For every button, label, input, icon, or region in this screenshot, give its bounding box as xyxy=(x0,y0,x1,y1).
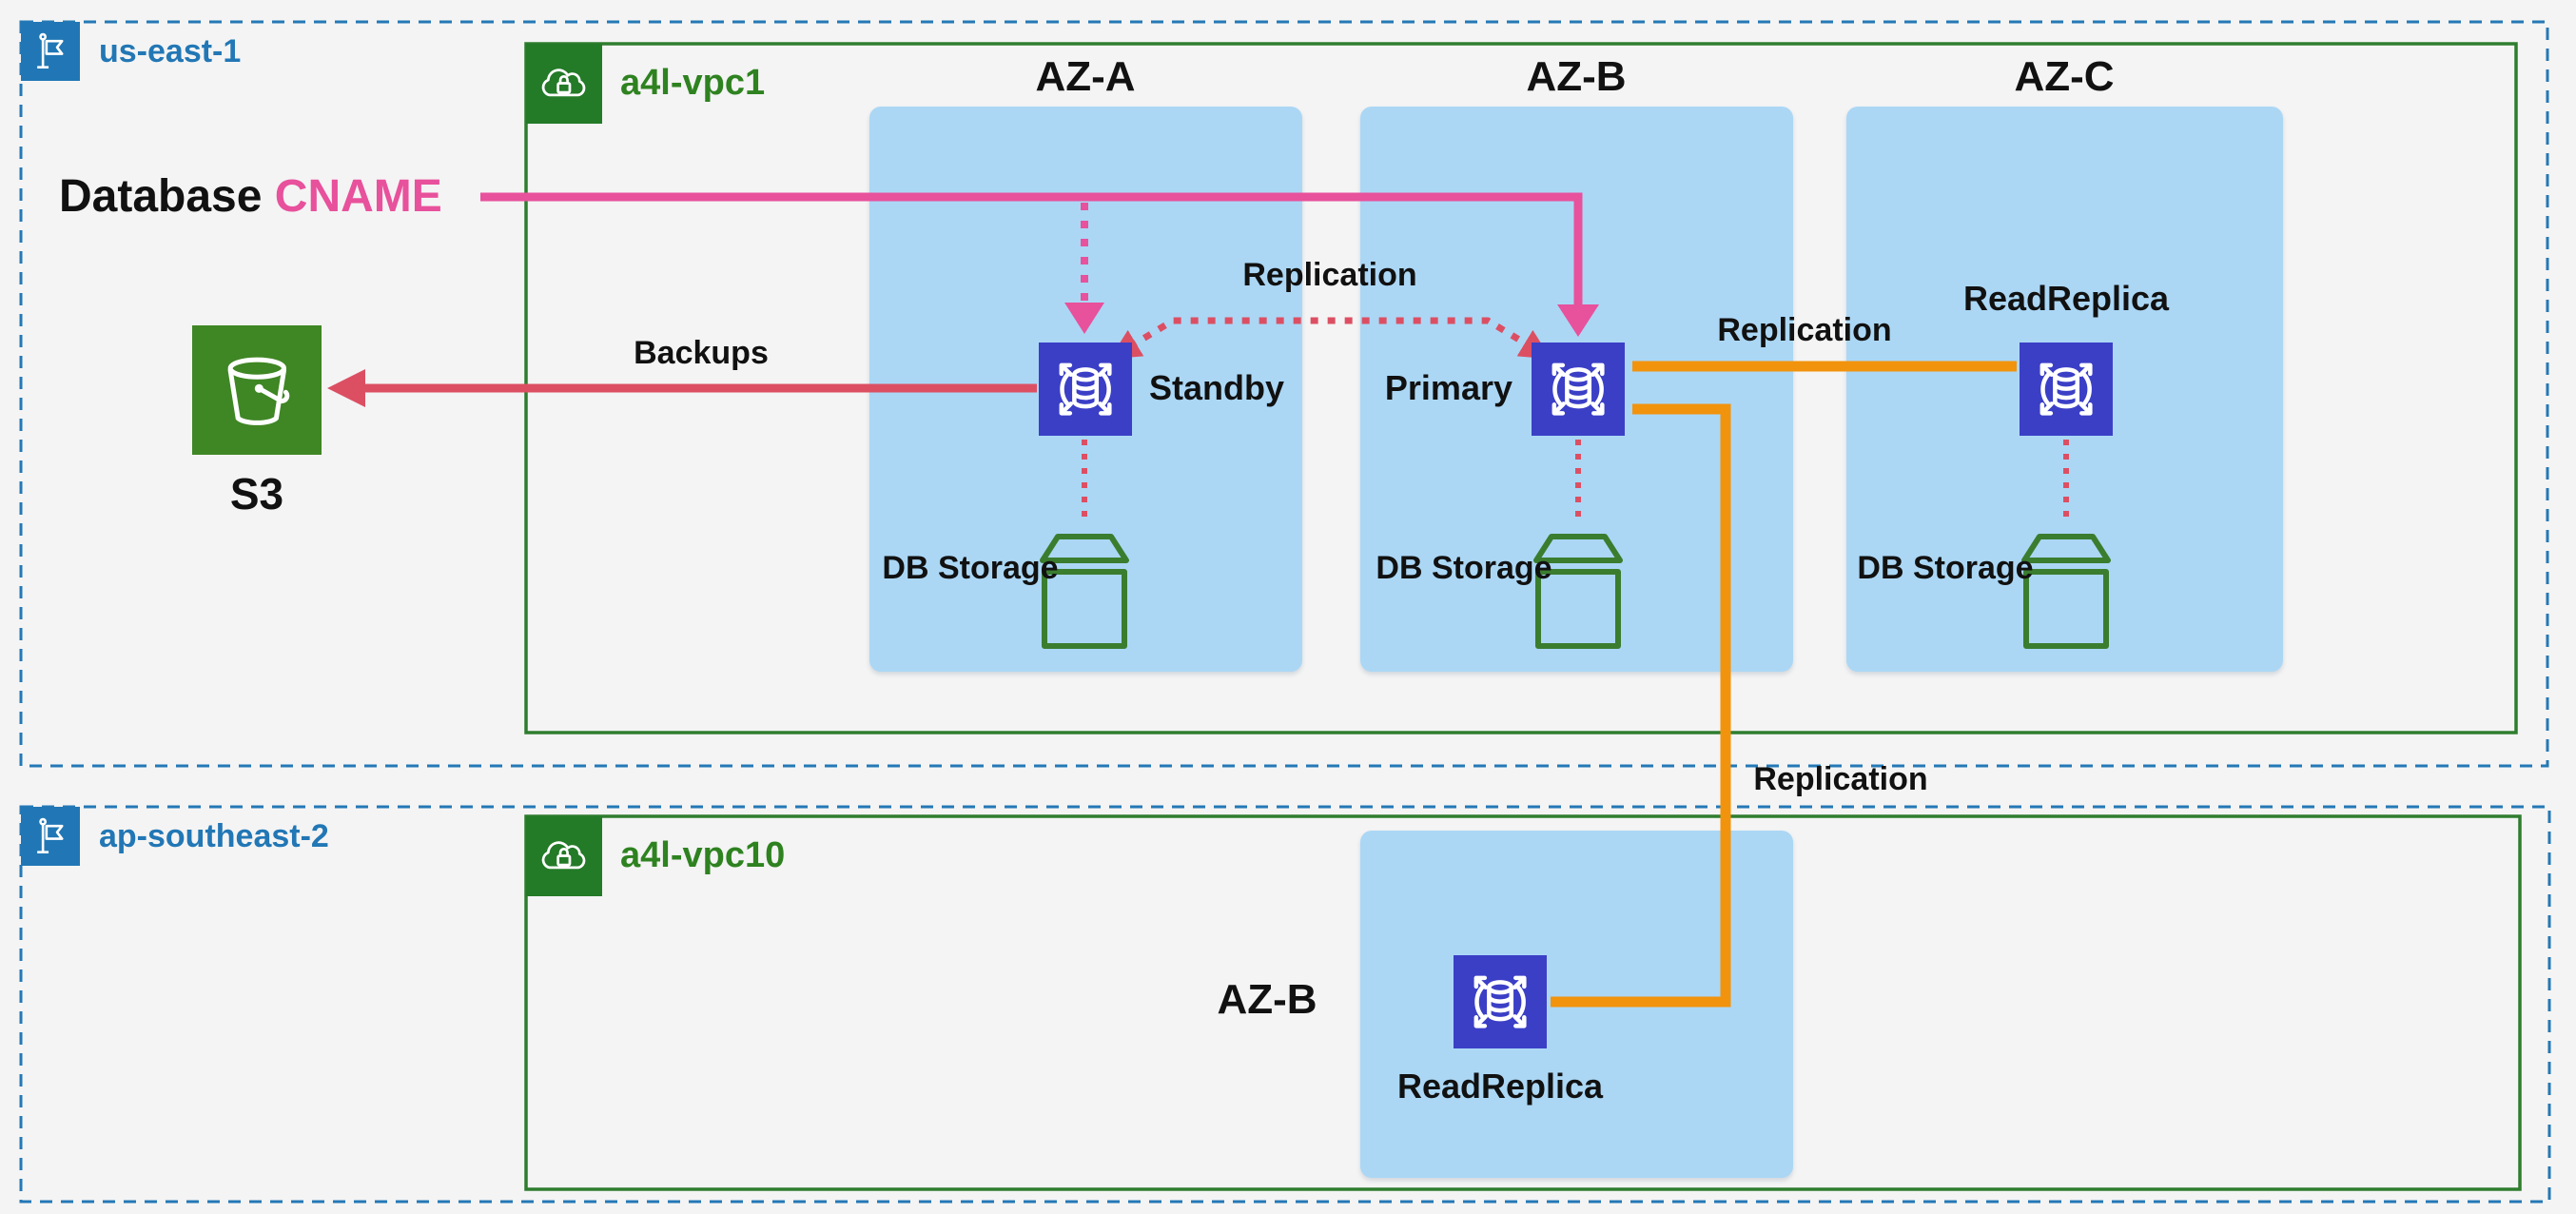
db-storage-label-az-b: DB Storage xyxy=(1376,550,1552,586)
rds-readreplica-region2-icon xyxy=(1454,955,1547,1048)
az-a-label: AZ-A xyxy=(1035,53,1136,100)
rds-readreplica-az-c-icon xyxy=(2020,343,2113,436)
rds-primary-icon xyxy=(1532,343,1625,436)
standby-label: Standby xyxy=(1149,368,1285,407)
primary-label: Primary xyxy=(1384,368,1512,407)
replication-az-c-label: Replication xyxy=(1717,312,1892,348)
region-label-ap-southeast-2: ap-southeast-2 xyxy=(99,818,329,854)
vpc-icon-a4l-vpc10 xyxy=(526,816,602,896)
s3-label: S3 xyxy=(229,469,284,519)
az-b-region2-label: AZ-B xyxy=(1217,976,1317,1023)
database-cname-prefix: Database xyxy=(59,171,263,222)
backups-label: Backups xyxy=(634,335,769,371)
az-c-label: AZ-C xyxy=(2014,53,2115,100)
region-flag-icon-us-east-1 xyxy=(21,22,80,81)
az-b-region2-box xyxy=(1360,831,1793,1178)
vpc-label-a4l-vpc1: a4l-vpc1 xyxy=(620,63,766,103)
db-storage-label-az-a: DB Storage xyxy=(882,550,1059,586)
database-cname-label: Database CNAME xyxy=(59,171,442,223)
db-storage-label-az-c: DB Storage xyxy=(1857,550,2034,586)
backups-arrowhead xyxy=(327,369,365,407)
az-b-label: AZ-B xyxy=(1526,53,1627,100)
region-flag-icon-ap-southeast-2 xyxy=(21,807,80,866)
s3-bucket-icon xyxy=(192,325,322,455)
region-label-us-east-1: us-east-1 xyxy=(99,33,242,69)
database-cname-accent: CNAME xyxy=(274,171,442,222)
vpc-icon-a4l-vpc1 xyxy=(526,44,602,124)
readreplica-region2-label: ReadReplica xyxy=(1396,1067,1604,1106)
replication-sync-label: Replication xyxy=(1242,257,1417,293)
rds-standby-icon xyxy=(1039,343,1132,436)
readreplica-az-c-label: ReadReplica xyxy=(1962,279,2170,318)
vpc-label-a4l-vpc10: a4l-vpc10 xyxy=(620,835,786,875)
replication-cross-region-label: Replication xyxy=(1753,761,1928,797)
